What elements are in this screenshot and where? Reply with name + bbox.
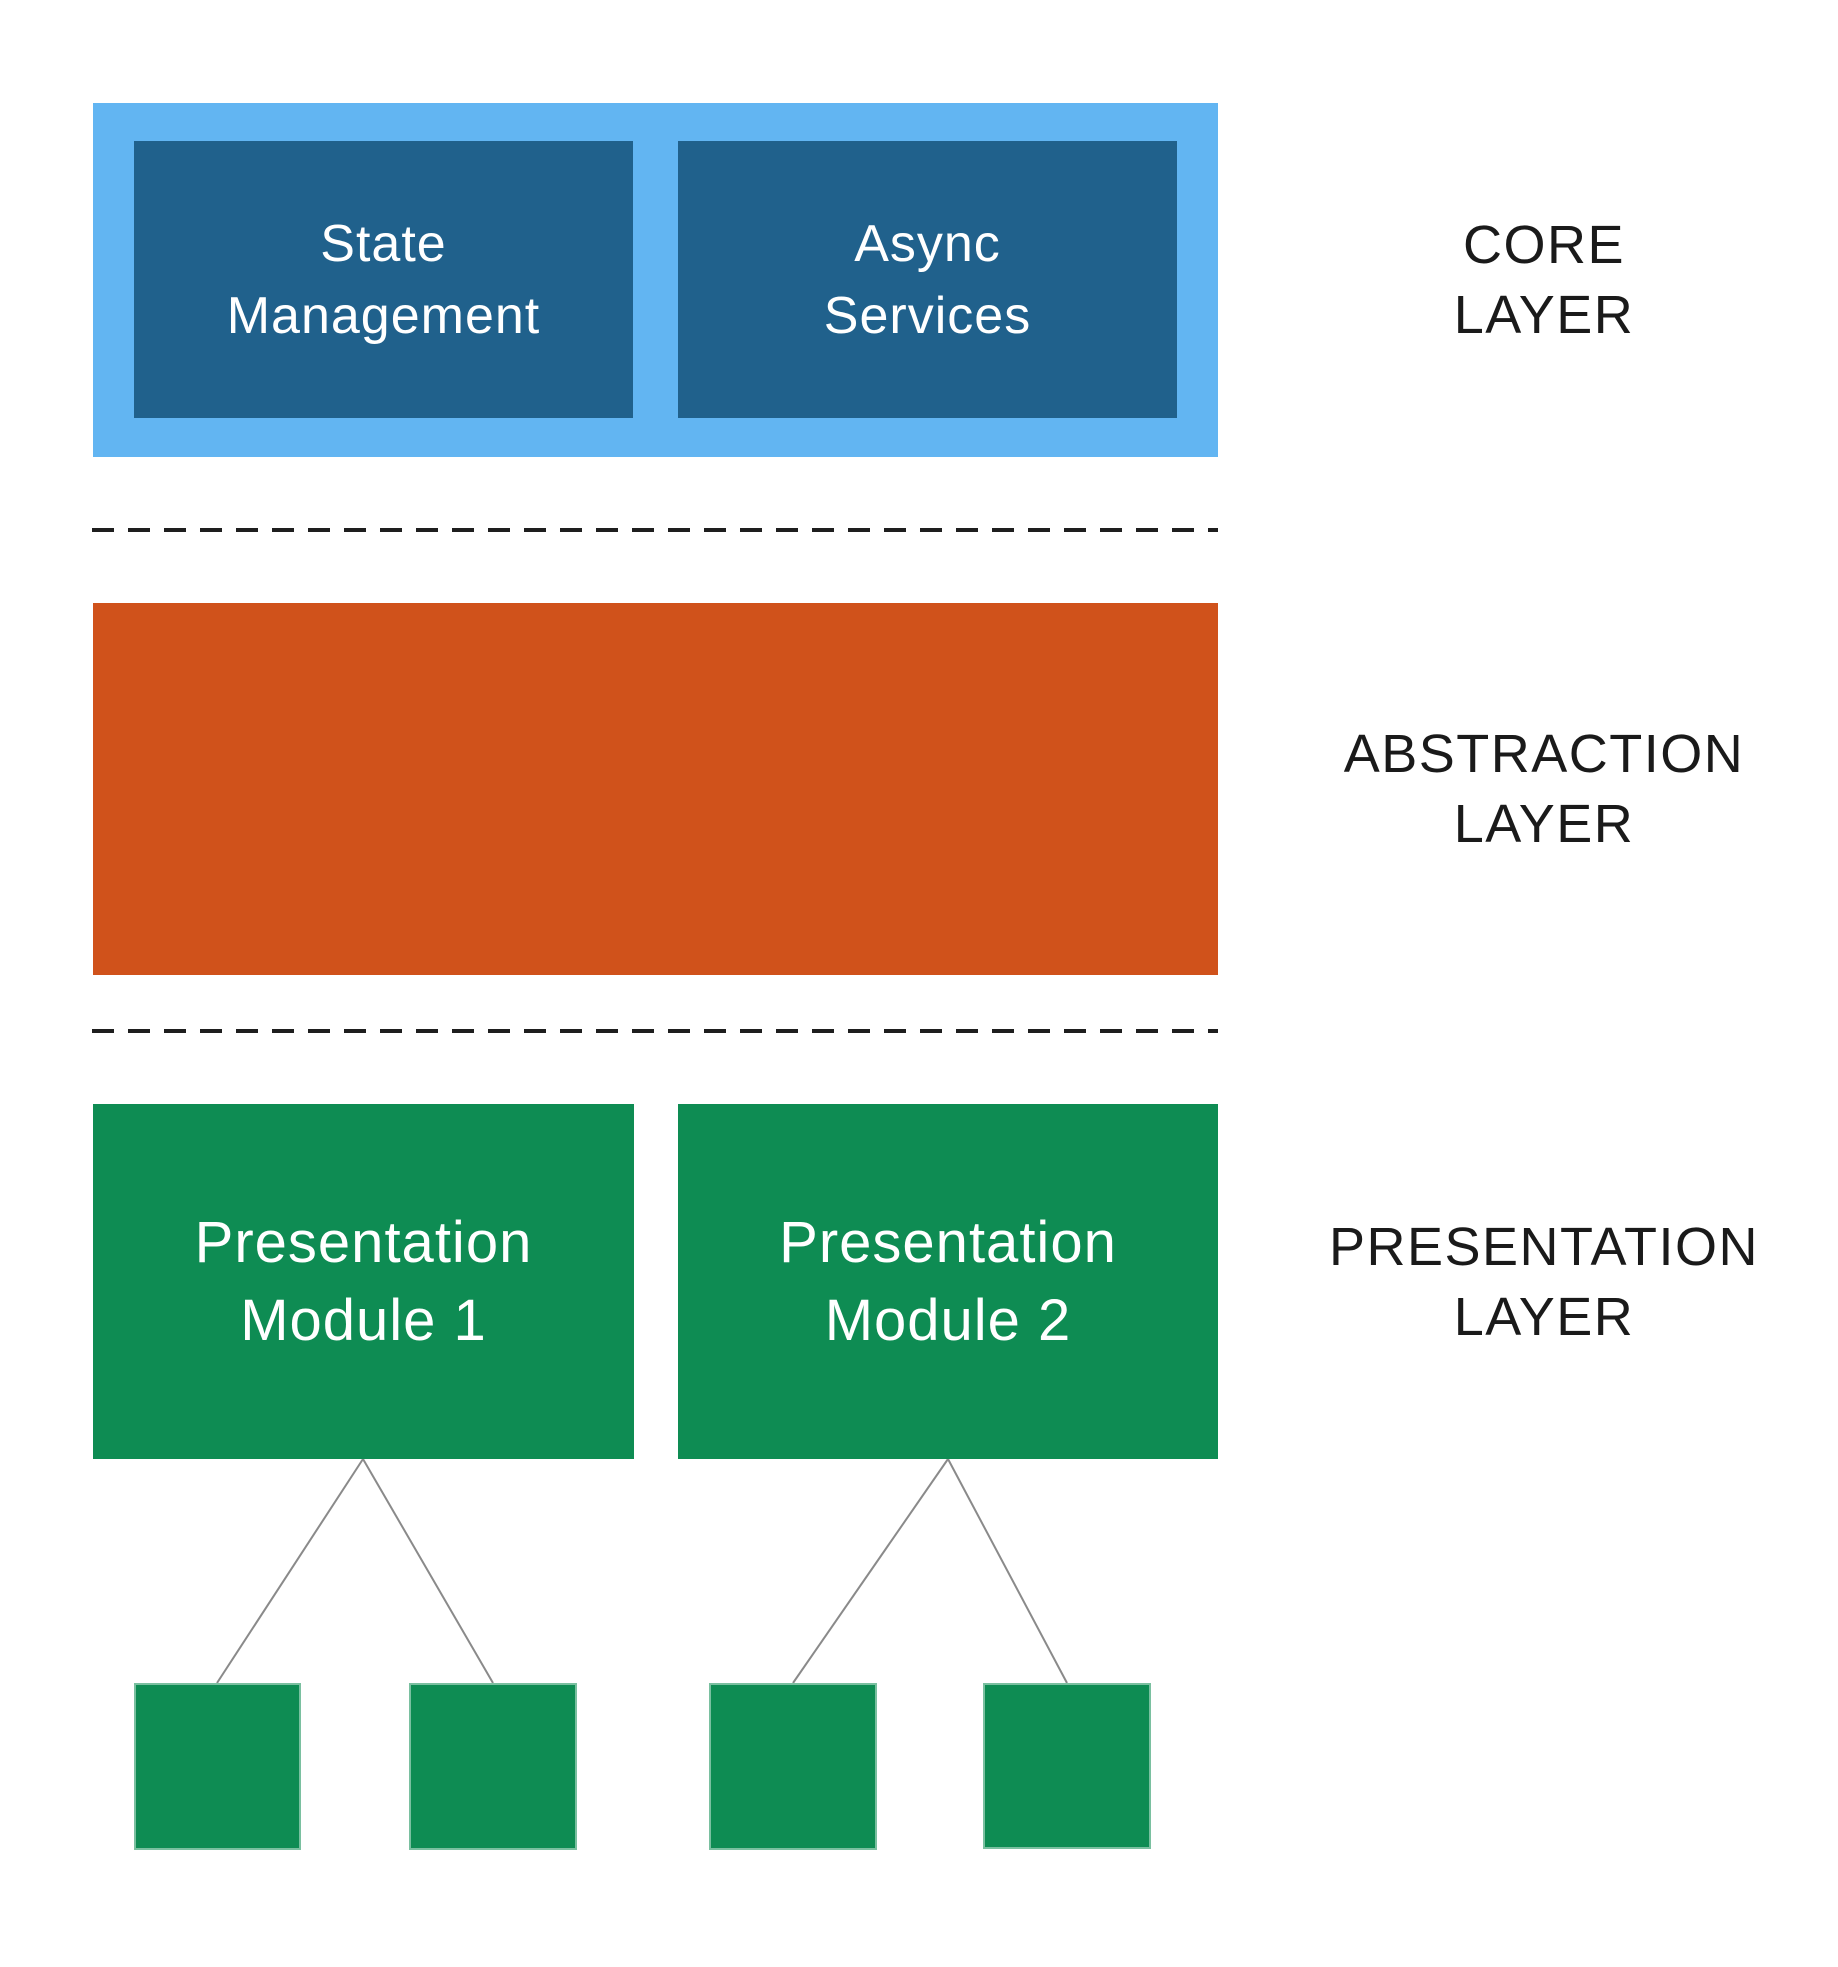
abstraction-layer-label-line1: ABSTRACTION	[1343, 724, 1745, 784]
core-layer-label-line1: CORE	[1462, 215, 1625, 275]
presentation-module-2-box: Presentation Module 2	[678, 1104, 1218, 1459]
abstraction-layer-label: ABSTRACTION LAYER	[1250, 603, 1838, 975]
presentation-module-1-label-line2: Module 1	[240, 1287, 487, 1353]
dashed-separator-top	[92, 528, 1218, 532]
module2-child-square-2	[983, 1683, 1151, 1849]
module1-child-square-2	[409, 1683, 577, 1850]
presentation-layer-label-line2: LAYER	[1453, 1286, 1635, 1347]
core-layer-label-line2: LAYER	[1453, 285, 1635, 345]
state-management-label: State Management	[227, 208, 541, 352]
module2-child-square-1	[709, 1683, 877, 1850]
state-management-label-line2: Management	[226, 286, 541, 345]
presentation-module-1-box: Presentation Module 1	[93, 1104, 634, 1459]
presentation-module-2-label-line1: Presentation	[779, 1209, 1117, 1275]
abstraction-layer-box	[93, 603, 1218, 975]
async-services-label-line1: Async	[854, 214, 1001, 273]
presentation-layer-label-line1: PRESENTATION	[1328, 1216, 1760, 1277]
async-services-label-line2: Services	[823, 286, 1032, 345]
dashed-separator-bottom	[92, 1029, 1218, 1033]
presentation-module-1-label-line1: Presentation	[194, 1209, 533, 1275]
async-services-label: Async Services	[824, 208, 1031, 352]
presentation-module-2-label: Presentation Module 2	[779, 1204, 1117, 1360]
presentation-layer-label: PRESENTATION LAYER	[1250, 1104, 1838, 1459]
state-management-label-line1: State	[320, 214, 447, 273]
core-layer-label: CORE LAYER	[1250, 103, 1838, 457]
presentation-module-2-label-line2: Module 2	[824, 1287, 1072, 1353]
abstraction-layer-label-line2: LAYER	[1453, 794, 1635, 854]
presentation-module-1-label: Presentation Module 1	[195, 1204, 533, 1360]
module1-child-square-1	[134, 1683, 301, 1850]
async-services-box: Async Services	[678, 141, 1177, 418]
state-management-box: State Management	[134, 141, 633, 418]
